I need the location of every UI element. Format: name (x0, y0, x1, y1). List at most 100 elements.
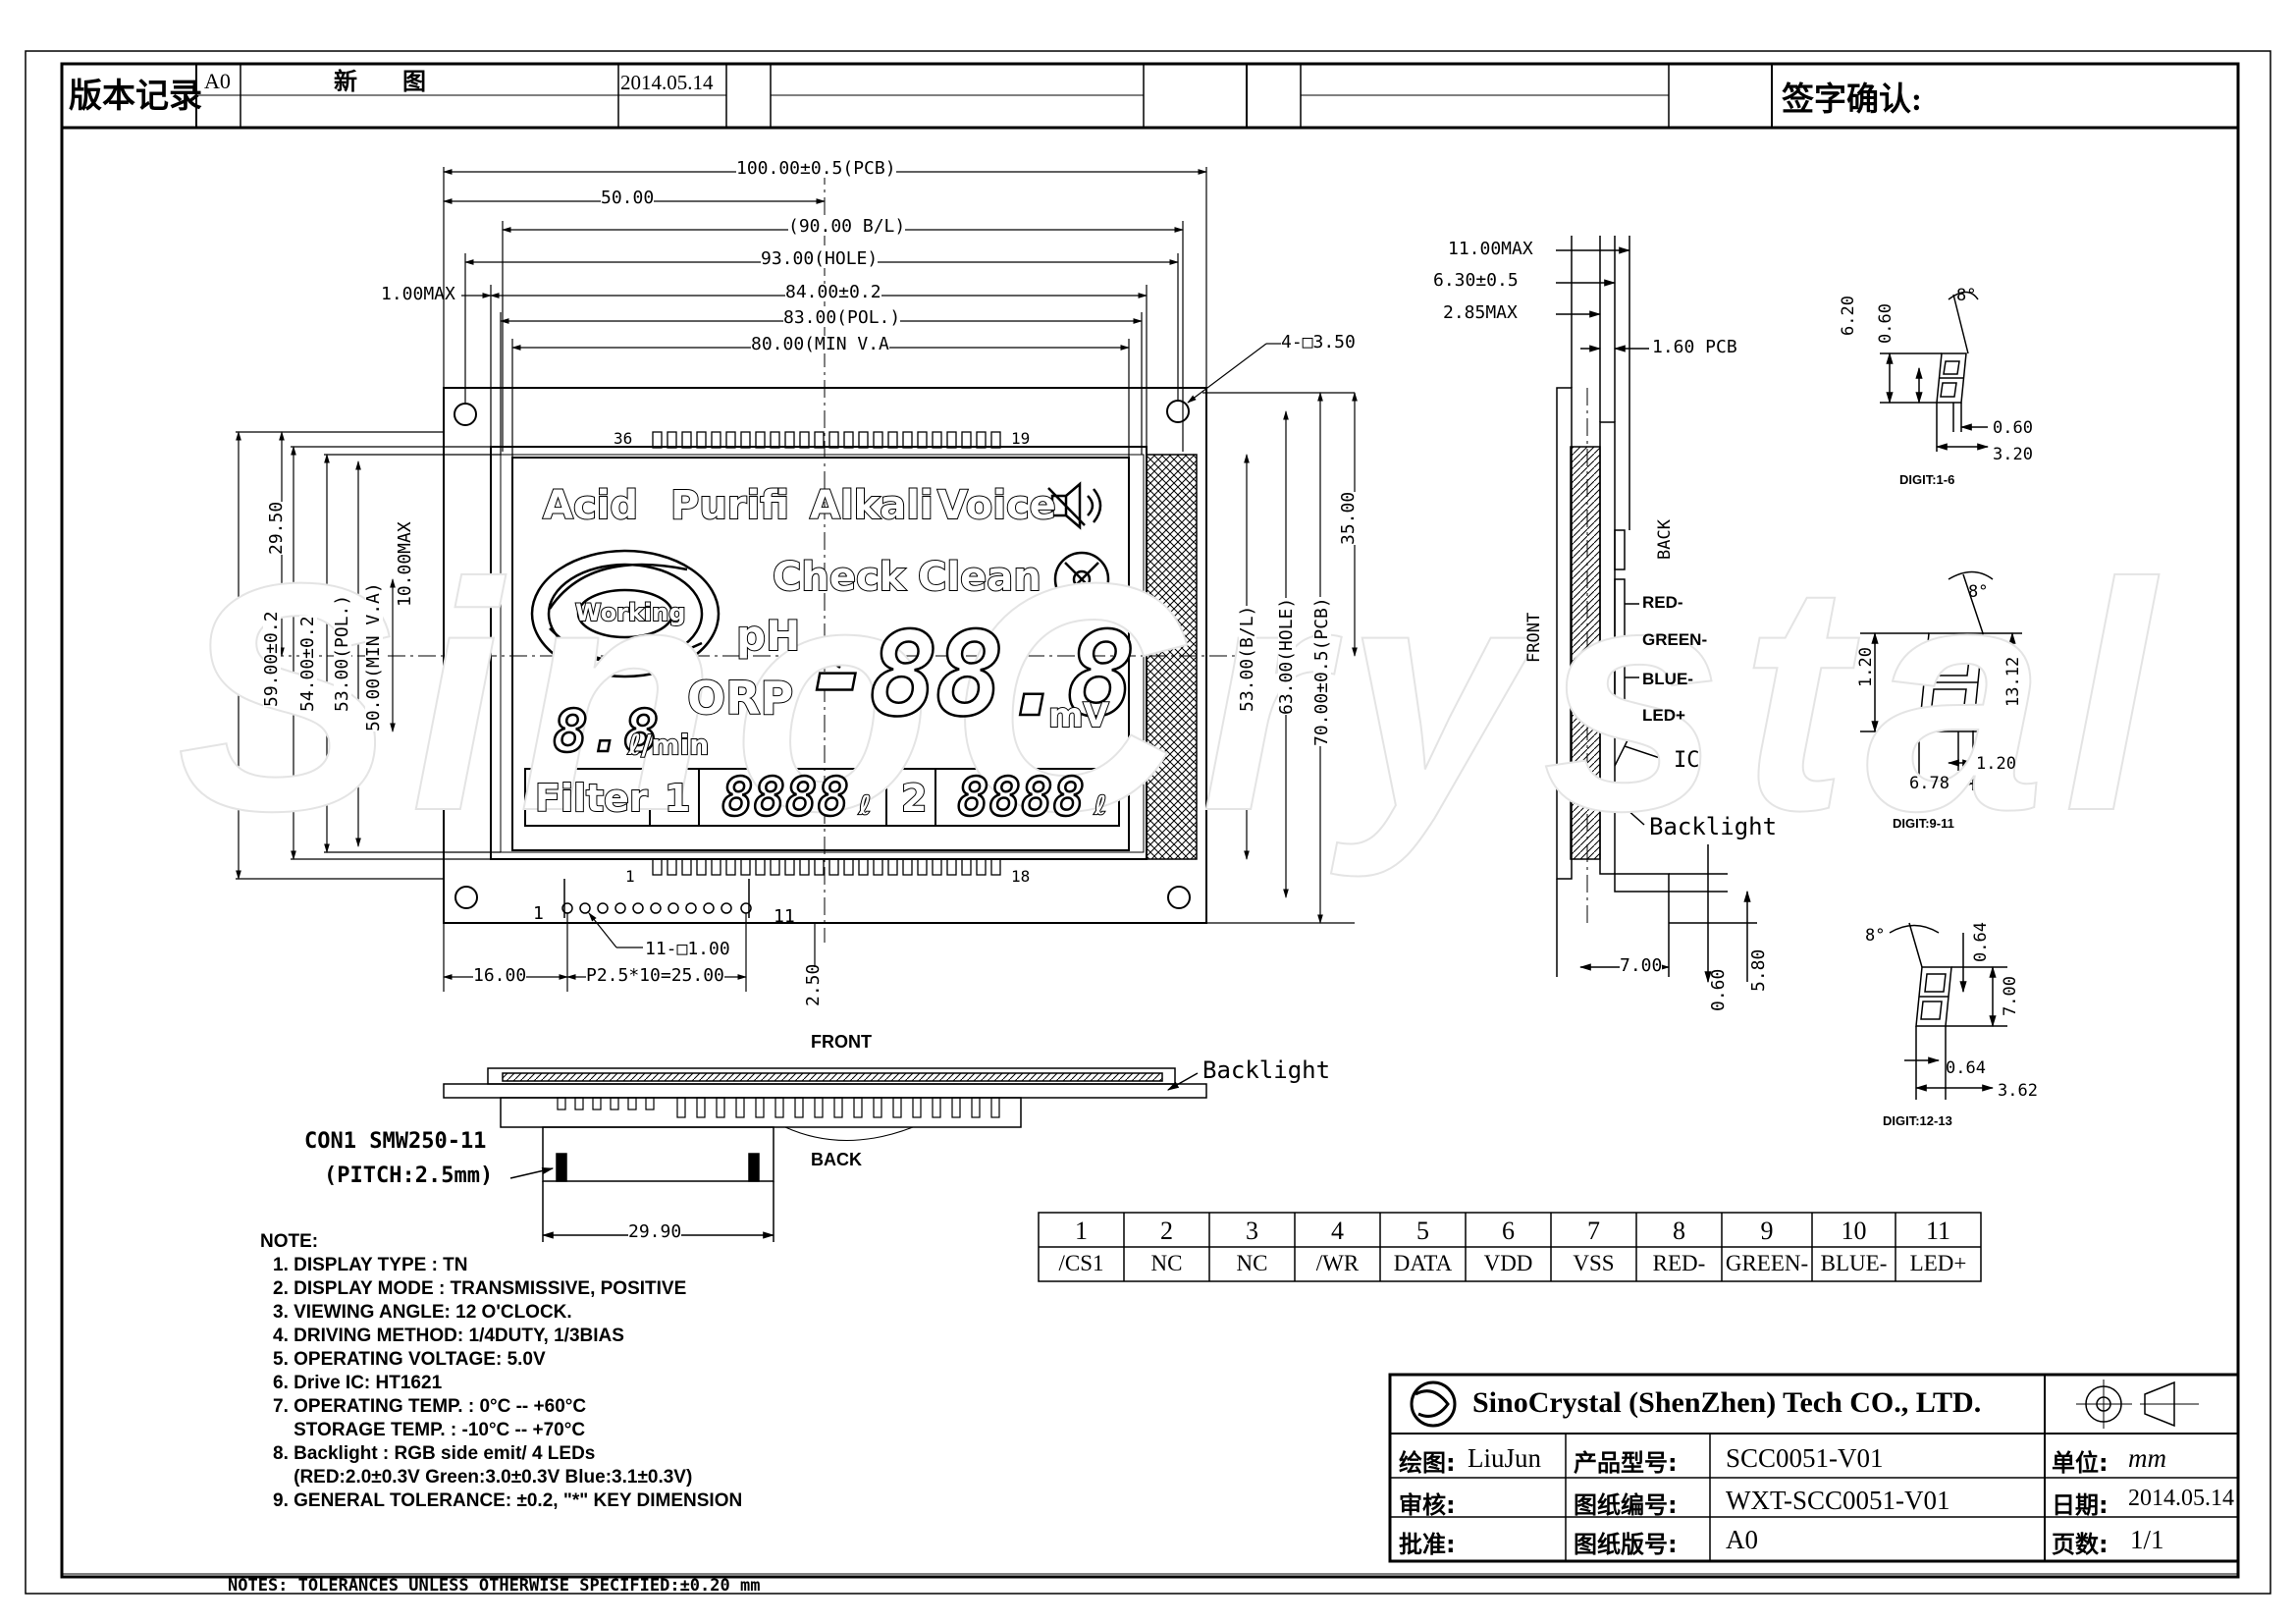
pin-number: 1 (1075, 1217, 1088, 1245)
drawn-label: 绘图: (1399, 1449, 1456, 1477)
digit3-dim-a: 0.64 (1971, 922, 1991, 962)
pin-number: 7 (1587, 1217, 1600, 1245)
watermark: SinoCrystal (176, 514, 2171, 879)
dim-pcb-width: 100.00±0.5(PCB) (736, 158, 896, 179)
pin-number: 8 (1673, 1217, 1685, 1245)
pin-label-19: 19 (1011, 429, 1031, 448)
dim-va: 80.00(MIN V.A (751, 334, 889, 354)
pin-signal: LED+ (1909, 1251, 1967, 1275)
model-number: SCC0051-V01 (1726, 1443, 1884, 1473)
lcd-liter-2: ℓ (1094, 791, 1107, 821)
pin-number: 2 (1160, 1217, 1173, 1245)
check-label: 审核: (1399, 1491, 1456, 1519)
pin-number: 11 (1925, 1217, 1951, 1245)
pin-number: 5 (1416, 1217, 1429, 1245)
digit3-dim-c: 0.64 (1946, 1058, 1986, 1078)
note-item: 5. OPERATING VOLTAGE: 5.0V (273, 1349, 546, 1370)
dim-side-285: 2.85MAX (1443, 302, 1518, 323)
dim-left16: 16.00 (473, 965, 527, 986)
digit2-dim-c: 1.20 (1976, 754, 2016, 774)
version-value: A0 (1726, 1525, 1758, 1554)
connector-pitch: (PITCH:2.5mm) (324, 1164, 494, 1188)
digit1-dim-a: 6.20 (1839, 296, 1858, 336)
dim-h53bl: 53.00(B/L) (1237, 605, 1257, 712)
note-item: 3. VIEWING ANGLE: 12 O'CLOCK. (273, 1302, 572, 1323)
bottom-backlight-label: Backlight (1202, 1056, 1331, 1084)
model-label: 产品型号: (1574, 1449, 1678, 1477)
dim-backlight: (90.00 B/L) (788, 216, 906, 237)
side-red: RED- (1642, 593, 1683, 612)
dim-half: 50.00 (601, 188, 655, 208)
dim-h59: 59.00±0.2 (261, 611, 282, 707)
pin-number: 9 (1760, 1217, 1774, 1245)
conn-pin-1: 1 (533, 903, 544, 924)
lcd-alkali: Alkali (809, 483, 934, 528)
date-label: 日期: (2052, 1491, 2109, 1519)
page-value: 1/1 (2130, 1525, 2164, 1554)
pin-signal: /CS1 (1058, 1251, 1104, 1275)
dim-side-11max: 11.00MAX (1448, 239, 1533, 259)
lcd-clean: Clean (917, 555, 1042, 600)
digit3-label: DIGIT:12-13 (1883, 1113, 1952, 1128)
dim-hole: 93.00(HOLE) (761, 248, 879, 269)
pin-signal: RED- (1652, 1251, 1706, 1275)
revision-description: 新 图 (334, 70, 446, 95)
digit2-label: DIGIT:9-11 (1893, 816, 1954, 831)
lcd-filter: Filter (534, 777, 649, 820)
side-green: GREEN- (1642, 630, 1708, 649)
note-item: (RED:2.0±0.3V Green:3.0±0.3V Blue:3.1±0.… (273, 1467, 693, 1488)
note-item: 2. DISPLAY MODE : TRANSMISSIVE, POSITIVE (273, 1278, 687, 1299)
note-item: STORAGE TEMP. : -10°C -- +70°C (273, 1420, 586, 1440)
note-item: 4. DRIVING METHOD: 1/4DUTY, 1/3BIAS (273, 1326, 624, 1346)
approve-label: 批准: (1399, 1531, 1456, 1558)
unit-label: 单位: (2052, 1449, 2109, 1477)
drawing-number: WXT-SCC0051-V01 (1726, 1486, 1950, 1515)
lcd-orp: ORP (686, 672, 794, 725)
dim-bottom-width: 29.90 (628, 1221, 682, 1242)
bottom-front-label: FRONT (811, 1032, 872, 1052)
digit1-dim-c: 0.60 (1993, 418, 2033, 438)
dim-h54: 54.00±0.2 (297, 616, 318, 712)
pin-signal: /WR (1315, 1251, 1360, 1275)
dim-pol: 83.00(POL.) (783, 307, 901, 328)
note-item: 7. OPERATING TEMP. : 0°C -- +60°C (273, 1396, 587, 1417)
drawn-by: LiuJun (1468, 1443, 1542, 1473)
company-logo-icon (1410, 1380, 1457, 1428)
pin-label-18: 18 (1011, 867, 1031, 886)
company-name: SinoCrystal (ShenZhen) Tech CO., LTD. (1472, 1386, 1982, 1419)
dim-h10max: 10.00MAX (395, 521, 415, 607)
side-ic: IC (1674, 748, 1700, 773)
dim-side-700: 7.00 (1620, 955, 1663, 976)
note-item: 1. DISPLAY TYPE : TN (273, 1255, 468, 1275)
note-item: 9. GENERAL TOLERANCE: ±0.2, "*" KEY DIME… (273, 1490, 743, 1511)
dim-h50va: 50.00(MIN V.A) (363, 582, 384, 731)
lcd-flow-unit: ℓ/min (627, 729, 710, 761)
pin-signal: VSS (1573, 1251, 1615, 1275)
dim-pitch: P2.5*10=25.00 (586, 965, 724, 986)
side-led: LED+ (1642, 706, 1685, 725)
lcd-filter-1: 1 (664, 777, 691, 820)
dim-v250: 2.50 (803, 963, 824, 1006)
dim-pin-size: 11-□1.00 (645, 939, 730, 959)
dim-side-060: 0.60 (1708, 968, 1729, 1011)
dim-side-580: 5.80 (1748, 948, 1769, 992)
dim-holes-count: 4-□3.50 (1281, 332, 1356, 352)
lcd-voice: Voice (936, 483, 1057, 528)
lcd-big-digits: -88.8 (802, 607, 1138, 742)
digit3-dim-d: 3.62 (1998, 1081, 2038, 1101)
connector-label: CON1 SMW250-11 (304, 1129, 487, 1154)
digit2-angle: 8° (1968, 582, 1989, 602)
lcd-filter-2: 2 (900, 777, 928, 820)
side-back-label: BACK (1655, 519, 1675, 560)
page-label: 页数: (2052, 1531, 2109, 1558)
pin-number: 4 (1331, 1217, 1344, 1245)
digit1-label: DIGIT:1-6 (1899, 472, 1955, 487)
revision-label: 版本记录 (69, 79, 202, 115)
digit1-dim-d: 3.20 (1993, 445, 2033, 464)
side-blue: BLUE- (1642, 670, 1693, 688)
pin-number: 3 (1246, 1217, 1258, 1245)
dim-side-pcb: 1.60 PCB (1652, 337, 1737, 357)
pin-label-36: 36 (614, 429, 633, 448)
lcd-filter2-digits: 8888 (956, 766, 1087, 828)
